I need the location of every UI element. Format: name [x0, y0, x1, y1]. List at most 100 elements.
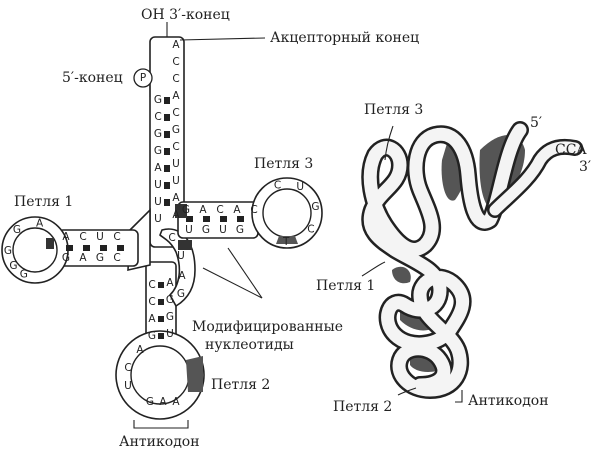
nucleotide-t-bot1: G	[202, 224, 210, 236]
nucleotide-acc-r10: A	[172, 209, 180, 221]
loop1-label: Петля 1	[14, 194, 73, 210]
tertiary-structure-diagram: Петля 3 5′ CCA 3′ Петля 1 Петля 2 Антико…	[316, 102, 591, 415]
nucleotide-t-top3: A	[233, 204, 241, 216]
nucleotide-ac-l3: G	[148, 330, 156, 342]
nucleotide-d-loop2: G	[9, 260, 17, 272]
nucleotide-ac-loop0: A	[136, 344, 144, 356]
nucleotide-ac-loop2: U	[124, 380, 132, 392]
loop3-label: Петля 3	[254, 156, 313, 172]
d-stem-base-pairs	[66, 245, 124, 251]
nucleotide-acc-r2: C	[172, 73, 179, 85]
nucleotide-t-bot2: U	[219, 224, 227, 236]
nucleotide-t-bot3: G	[236, 224, 244, 236]
anticodon-stem-base-pairs	[158, 282, 164, 339]
nucleotide-d-bot2: G	[96, 252, 104, 264]
anticodon-right-leader	[455, 390, 463, 403]
nucleotide-ac-r3: U	[166, 328, 174, 340]
phosphate-label: P	[140, 72, 146, 84]
modified-nucleotide-block	[175, 204, 187, 218]
acceptor-end-label: Акцепторный конец	[270, 30, 419, 46]
nucleotide-var1: U	[177, 250, 185, 262]
nucleotide-acc-l4: A	[154, 162, 162, 174]
nucleotide-d-bot0: G	[62, 252, 70, 264]
nucleotide-acc-l7: U	[154, 213, 162, 225]
nucleotide-d-top2: U	[96, 231, 104, 243]
modified-leader-1	[227, 247, 263, 299]
nucleotide-acc-l0: G	[154, 94, 162, 106]
nucleotide-acc-r9: A	[172, 192, 180, 204]
nucleotide-t-loop0: C	[274, 180, 281, 192]
three-prime-right-label: 3′	[579, 159, 591, 175]
nucleotide-acc-r5: G	[172, 124, 180, 136]
nucleotide-acc-l5: U	[154, 179, 162, 191]
nucleotide-t-top1: A	[199, 204, 207, 216]
nucleotide-ac-l1: C	[148, 296, 155, 308]
nucleotide-ac-l0: C	[148, 279, 155, 291]
modified-nucleotide-block	[178, 240, 192, 250]
acceptor-end-leader	[179, 37, 266, 41]
five-prime-right-label: 5′	[530, 115, 542, 131]
rna-backbone-tube	[361, 121, 583, 399]
nucleotide-d-bot3: C	[113, 252, 120, 264]
nucleotide-ac-l2: A	[148, 313, 156, 325]
tertiary-shaded-region	[392, 266, 411, 284]
nucleotide-acc-l3: G	[154, 145, 162, 157]
nucleotide-acc-l2: G	[154, 128, 162, 140]
nucleotide-t-top4: C	[250, 204, 257, 216]
modified-nucleotides-label-line1: Модифицированные	[192, 319, 343, 335]
loop1-right-label: Петля 1	[316, 278, 375, 294]
t-stem-base-pairs	[186, 216, 244, 222]
nucleotide-d-loop0: G	[13, 224, 21, 236]
phosphate-circle	[133, 68, 153, 88]
anticodon-bracket	[133, 420, 189, 429]
nucleotide-anti0: G	[146, 396, 154, 408]
nucleotide-t-loop1: U	[296, 181, 304, 193]
cca-label: CCA	[555, 142, 587, 158]
loop3-right-leader	[384, 125, 394, 161]
nucleotide-d-top0: A	[62, 231, 70, 243]
nucleotide-anti1: A	[159, 396, 167, 408]
nucleotide-d-loop3: G	[20, 269, 28, 281]
nucleotide-acc-r3: A	[172, 90, 180, 102]
nucleotide-acc-r1: C	[172, 56, 179, 68]
anticodon-modified-block	[186, 356, 203, 392]
nucleotide-ac-r0: A	[166, 277, 174, 289]
nucleotide-acc-r6: C	[172, 141, 179, 153]
nucleotide-anti2: A	[172, 396, 180, 408]
nucleotide-t-top0: G	[182, 204, 190, 216]
nucleotide-ac-r2: G	[166, 311, 174, 323]
nucleotide-var3: G	[177, 288, 185, 300]
loop2-label: Петля 2	[211, 377, 270, 393]
nucleotide-t-bot0: U	[185, 224, 193, 236]
anticodon-label: Антикодон	[119, 434, 200, 450]
nucleotide-acc-r0: A	[172, 39, 180, 51]
nucleotide-acc-l1: C	[154, 111, 161, 123]
anticodon-right-label: Антикодон	[468, 393, 549, 409]
nucleotide-t-loop4: T	[282, 236, 290, 248]
loop2-right-leader	[397, 387, 417, 396]
nucleotide-d-loop4: A	[36, 217, 44, 229]
nucleotide-acc-r4: C	[172, 107, 179, 119]
loop2-right-label: Петля 2	[333, 399, 392, 415]
nucleotide-ac-loop1: C	[124, 362, 131, 374]
nucleotide-d-bot1: A	[79, 252, 87, 264]
nucleotide-d-loop1: G	[4, 245, 12, 257]
nucleotide-acc-r7: U	[172, 158, 180, 170]
nucleotide-t-top2: C	[216, 204, 223, 216]
t-loop-modified-block	[276, 236, 298, 244]
nucleotide-t-loop3: C	[307, 223, 314, 235]
loop3-right-label: Петля 3	[364, 102, 423, 118]
nucleotide-ac-r1: G	[166, 294, 174, 306]
modified-nucleotide-block	[46, 238, 54, 249]
five-prime-end-label: 5′-конец	[62, 70, 123, 86]
three-prime-end-label: ОН 3′-конец	[141, 7, 230, 23]
acceptor-base-pairs	[164, 97, 170, 206]
nucleotide-d-top3: C	[113, 231, 120, 243]
nucleotide-acc-l6: U	[154, 196, 162, 208]
nucleotide-var2: A	[178, 270, 186, 282]
modified-nucleotides-label-line2: нуклеотиды	[205, 337, 294, 353]
loop1-right-leader	[361, 261, 386, 277]
